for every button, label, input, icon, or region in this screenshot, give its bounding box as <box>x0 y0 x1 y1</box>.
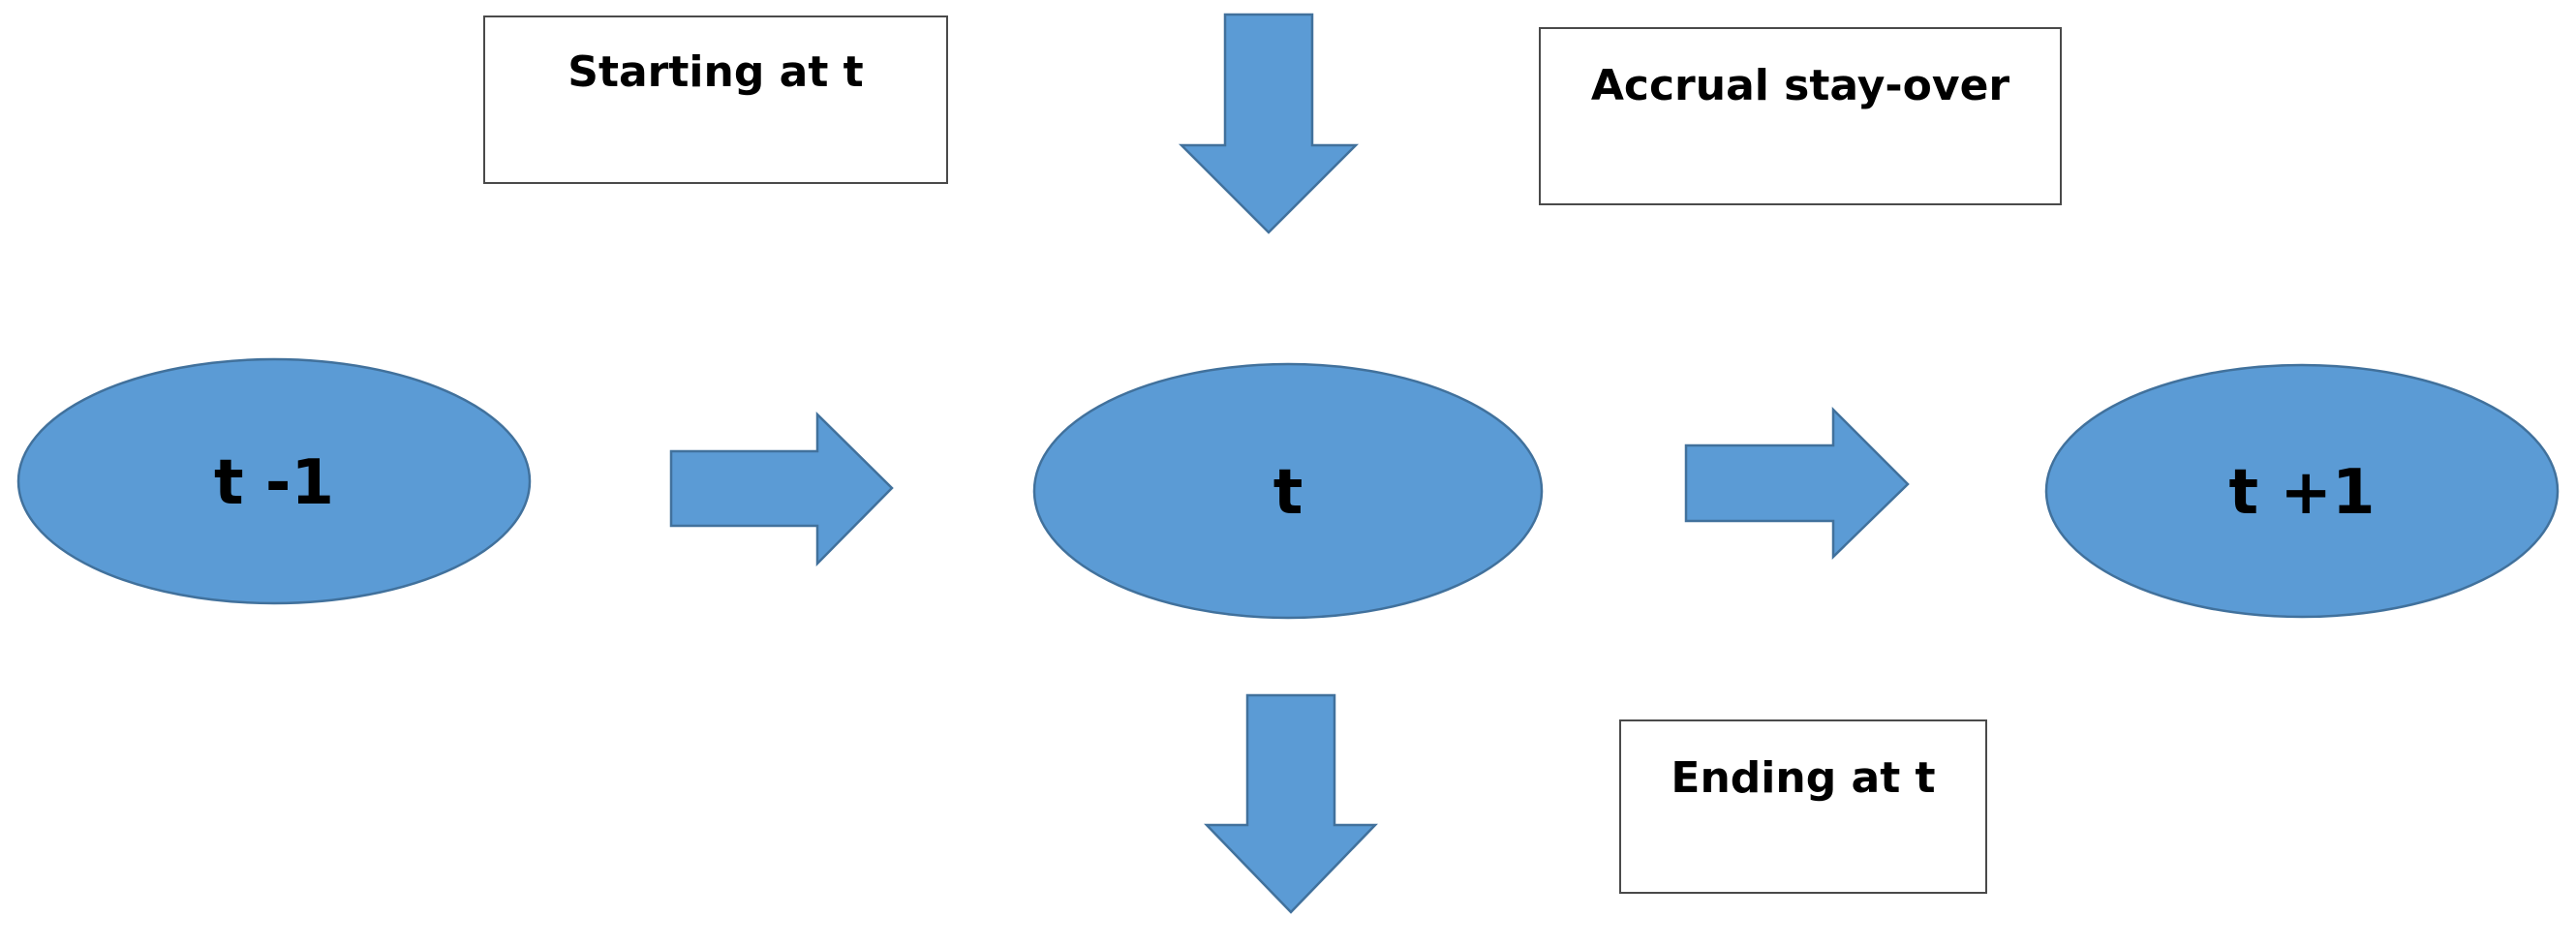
ending-note-label: Ending at t <box>1671 753 1935 803</box>
node-next-ellipse <box>2044 363 2560 619</box>
node-next-period: t +1 <box>2044 363 2560 619</box>
node-current-ellipse <box>1032 362 1544 620</box>
starting-note-label: Starting at t <box>567 47 863 97</box>
node-next-label: t +1 <box>2228 457 2375 529</box>
incoming-down-arrow <box>1178 13 1360 234</box>
ending-note-box <box>1619 719 1987 894</box>
node-current-period: t <box>1032 362 1544 620</box>
ending-note: Ending at t <box>1619 719 1987 894</box>
starting-note-box <box>483 15 948 184</box>
right-arrow-prev-to-current <box>669 412 894 567</box>
node-prev-period: t -1 <box>16 357 532 605</box>
node-prev-label: t -1 <box>214 447 334 519</box>
accrual-note-box <box>1539 27 2062 205</box>
outgoing-down-arrow <box>1204 693 1378 914</box>
starting-note: Starting at t <box>483 15 948 184</box>
accrual-note-label: Accrual stay-over <box>1591 61 2010 110</box>
node-prev-ellipse <box>16 357 532 605</box>
accrual-note: Accrual stay-over <box>1539 27 2062 205</box>
right-arrow-current-to-next <box>1684 406 1910 560</box>
node-current-label: t <box>1273 457 1303 529</box>
